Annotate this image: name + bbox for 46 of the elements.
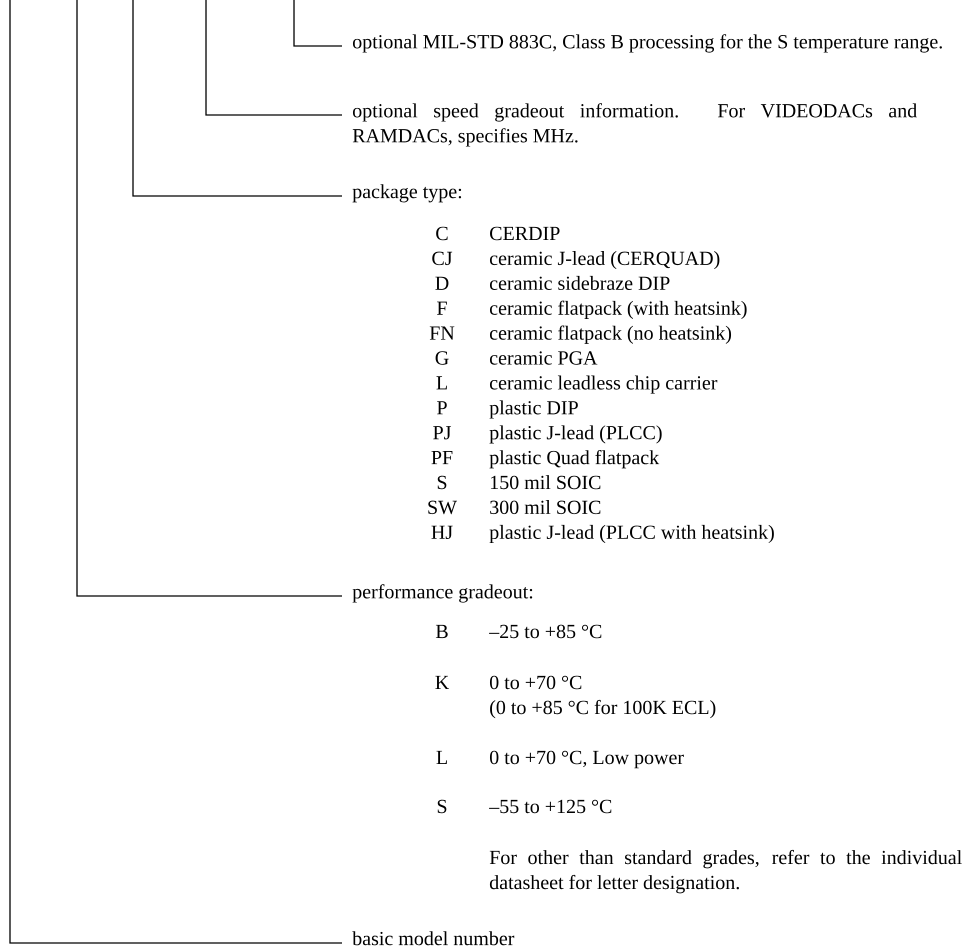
code-description: ceramic flatpack (with heatsink) (490, 300, 747, 319)
code-description: –55 to +125 °C (489, 800, 612, 814)
part-description: optional speed gradeout information. For VIDEODACs and RAMDACs, specifies MHz. (352, 103, 917, 147)
code-description: plastic DIP (490, 400, 578, 419)
code-letter: S (438, 800, 446, 814)
code-letter: C (436, 226, 448, 240)
leader-line (293, 0, 342, 47)
code-letter: FN (430, 326, 454, 340)
code-description: plastic J-lead (PLCC) (490, 425, 662, 444)
code-letter: D (435, 276, 448, 290)
code-description: ceramic J-lead (CERQUAD) (490, 251, 720, 270)
code-letter: PJ (433, 426, 452, 440)
code-description: –25 to +85 °C (489, 624, 602, 638)
part-description: optional MIL-STD 883C, Class B processing for the S temperature range. (352, 34, 942, 53)
code-description: ceramic PGA (490, 351, 598, 365)
code-letter: PF (431, 451, 452, 464)
code-description: plastic J-lead (PLCC with heatsink) (490, 524, 774, 544)
code-letter: SW (428, 500, 457, 514)
code-letter: P (437, 401, 447, 414)
code-description: ceramic flatpack (no heatsink) (490, 326, 732, 344)
code-letter: G (436, 351, 449, 365)
part-description: basic model number (352, 931, 514, 946)
code-letter: B (436, 624, 448, 638)
leader-line (76, 0, 342, 597)
code-letter: K (435, 676, 450, 689)
leader-line (205, 0, 342, 116)
code-description: 0 to +70 °C (490, 676, 582, 690)
code-letter: F (437, 302, 447, 315)
code-letter: S (438, 476, 446, 490)
code-description: 0 to +70 °C, Low power (490, 750, 684, 768)
code-letter: L (436, 750, 447, 764)
code-description: 300 mil SOIC (490, 500, 600, 514)
leader-line (132, 0, 342, 197)
code-letter: L (436, 376, 447, 390)
code-letter: CJ (432, 252, 452, 266)
code-description: ceramic sidebraze DIP (490, 276, 670, 290)
code-description: (0 to +85 °C for 100K ECL) (490, 700, 716, 718)
note-text: For other than standard grades, refer to the individual datasheet for letter designation. (490, 850, 962, 894)
code-description: ceramic leadless chip carrier (490, 376, 718, 394)
code-description: plastic Quad flatpack (490, 450, 660, 468)
leader-line (9, 0, 342, 944)
part-description: performance gradeout: (352, 584, 532, 603)
code-letter: HJ (431, 526, 453, 539)
code-description: CERDIP (490, 226, 560, 240)
code-description: 150 mil SOIC (490, 475, 600, 490)
part-description: package type: (352, 184, 462, 202)
